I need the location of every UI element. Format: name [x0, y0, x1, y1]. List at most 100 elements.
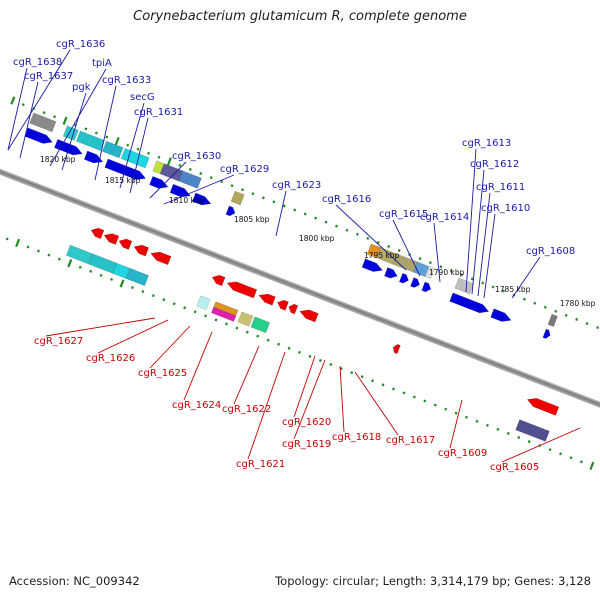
minor-tick [335, 224, 338, 228]
forward-gene-label: cgR_1613 [462, 138, 511, 149]
minor-tick [485, 423, 489, 427]
forward-gene-label: cgR_1608 [526, 246, 575, 257]
minor-tick [303, 212, 307, 216]
forward-gene-box [75, 130, 105, 152]
accession-text: Accession: NC_009342 [9, 574, 140, 588]
forward-gene-box [547, 313, 558, 327]
minor-tick [272, 200, 276, 204]
forward-gene-arrow [384, 267, 398, 279]
forward-gene-label: cgR_1615 [379, 209, 428, 220]
forward-gene-label: secG [130, 92, 155, 103]
reverse-gene-box [515, 419, 550, 442]
forward-leader-line [61, 92, 87, 171]
minor-tick [241, 188, 244, 192]
minor-tick [569, 456, 573, 460]
forward-gene-label: pgk [72, 82, 91, 93]
forward-gene-arrow [398, 272, 409, 284]
forward-gene-label: tpiA [92, 58, 112, 69]
minor-tick [126, 143, 130, 147]
minor-tick [47, 253, 51, 257]
forward-gene-label: cgR_1610 [481, 203, 530, 214]
reverse-gene-arrow [118, 238, 133, 250]
minor-tick [412, 395, 416, 399]
minor-tick [110, 277, 114, 281]
minor-tick [78, 265, 82, 269]
reverse-gene-label: cgR_1617 [386, 435, 435, 446]
reverse-gene-label: cgR_1609 [438, 448, 487, 459]
reverse-leader-line [183, 331, 213, 401]
minor-tick [387, 244, 391, 248]
minor-tick [318, 358, 322, 362]
minor-tick [151, 294, 155, 298]
forward-gene-arrow [421, 281, 432, 293]
reverse-gene-box [125, 267, 149, 287]
forward-leader-line [433, 222, 441, 283]
forward-leader-line [94, 85, 117, 181]
forward-gene-arrow [83, 150, 104, 164]
reverse-leader-line [149, 325, 191, 369]
scale-label: 1780 kbp [560, 299, 596, 308]
major-tick [62, 116, 68, 125]
reverse-leader-line [293, 359, 326, 440]
minor-tick [596, 326, 599, 330]
reverse-gene-box [250, 316, 271, 334]
forward-gene-label: cgR_1636 [56, 39, 105, 50]
minor-tick [543, 305, 547, 309]
forward-gene-arrow [490, 308, 512, 322]
minor-tick [266, 338, 270, 342]
forward-leader-line [392, 219, 421, 277]
minor-tick [366, 236, 370, 240]
reverse-gene-box [237, 311, 254, 327]
forward-gene-label: cgR_1630 [172, 151, 221, 162]
scale-label: 1785 kbp [495, 285, 531, 294]
forward-gene-arrow [361, 258, 383, 272]
genome-summary-text: Topology: circular; Length: 3,314,179 bp… [275, 574, 591, 588]
forward-gene-label: cgR_1623 [272, 180, 321, 191]
reverse-gene-label: cgR_1605 [490, 462, 539, 473]
minor-tick [433, 403, 437, 407]
reverse-gene-arrow [526, 397, 560, 416]
forward-leader-line [471, 169, 485, 295]
tick-group [5, 96, 599, 471]
reverse-gene-box [88, 253, 118, 274]
minor-tick [245, 330, 249, 334]
minor-tick [559, 452, 562, 456]
minor-tick [293, 208, 297, 212]
minor-tick [235, 326, 239, 330]
forward-leader-line [511, 256, 541, 299]
forward-gene-arrow [149, 175, 169, 189]
minor-tick [517, 435, 521, 440]
forward-leader-line [275, 190, 287, 237]
forward-gene-box [178, 170, 202, 189]
forward-gene-arrow [410, 277, 420, 288]
minor-tick [277, 342, 281, 346]
minor-tick [21, 103, 25, 107]
major-tick [589, 461, 595, 471]
forward-gene-box [29, 112, 57, 133]
reverse-leader-line [247, 351, 286, 460]
minor-tick [324, 220, 328, 224]
forward-gene-label: cgR_1637 [24, 71, 73, 82]
forward-leader-line [7, 49, 71, 151]
minor-tick [423, 399, 427, 403]
label-leaders [7, 49, 581, 463]
major-tick [166, 157, 172, 166]
forward-gene-arrow [542, 328, 551, 339]
minor-tick [439, 265, 443, 269]
forward-gene-box [101, 140, 124, 159]
reverse-leader-line [339, 365, 345, 433]
reverse-gene-arrow [103, 233, 120, 245]
minor-tick [141, 290, 145, 294]
minor-tick [162, 298, 166, 302]
scale-label: 1795 kbp [364, 251, 400, 260]
minor-tick [444, 407, 448, 411]
minor-tick [224, 322, 228, 326]
forward-leader-line [149, 161, 187, 199]
genome-backbone [0, 163, 600, 416]
reverse-gene-label: cgR_1622 [222, 404, 271, 415]
minor-tick [350, 371, 354, 375]
minor-tick [298, 350, 301, 354]
scale-label: 1805 kbp [234, 215, 270, 224]
